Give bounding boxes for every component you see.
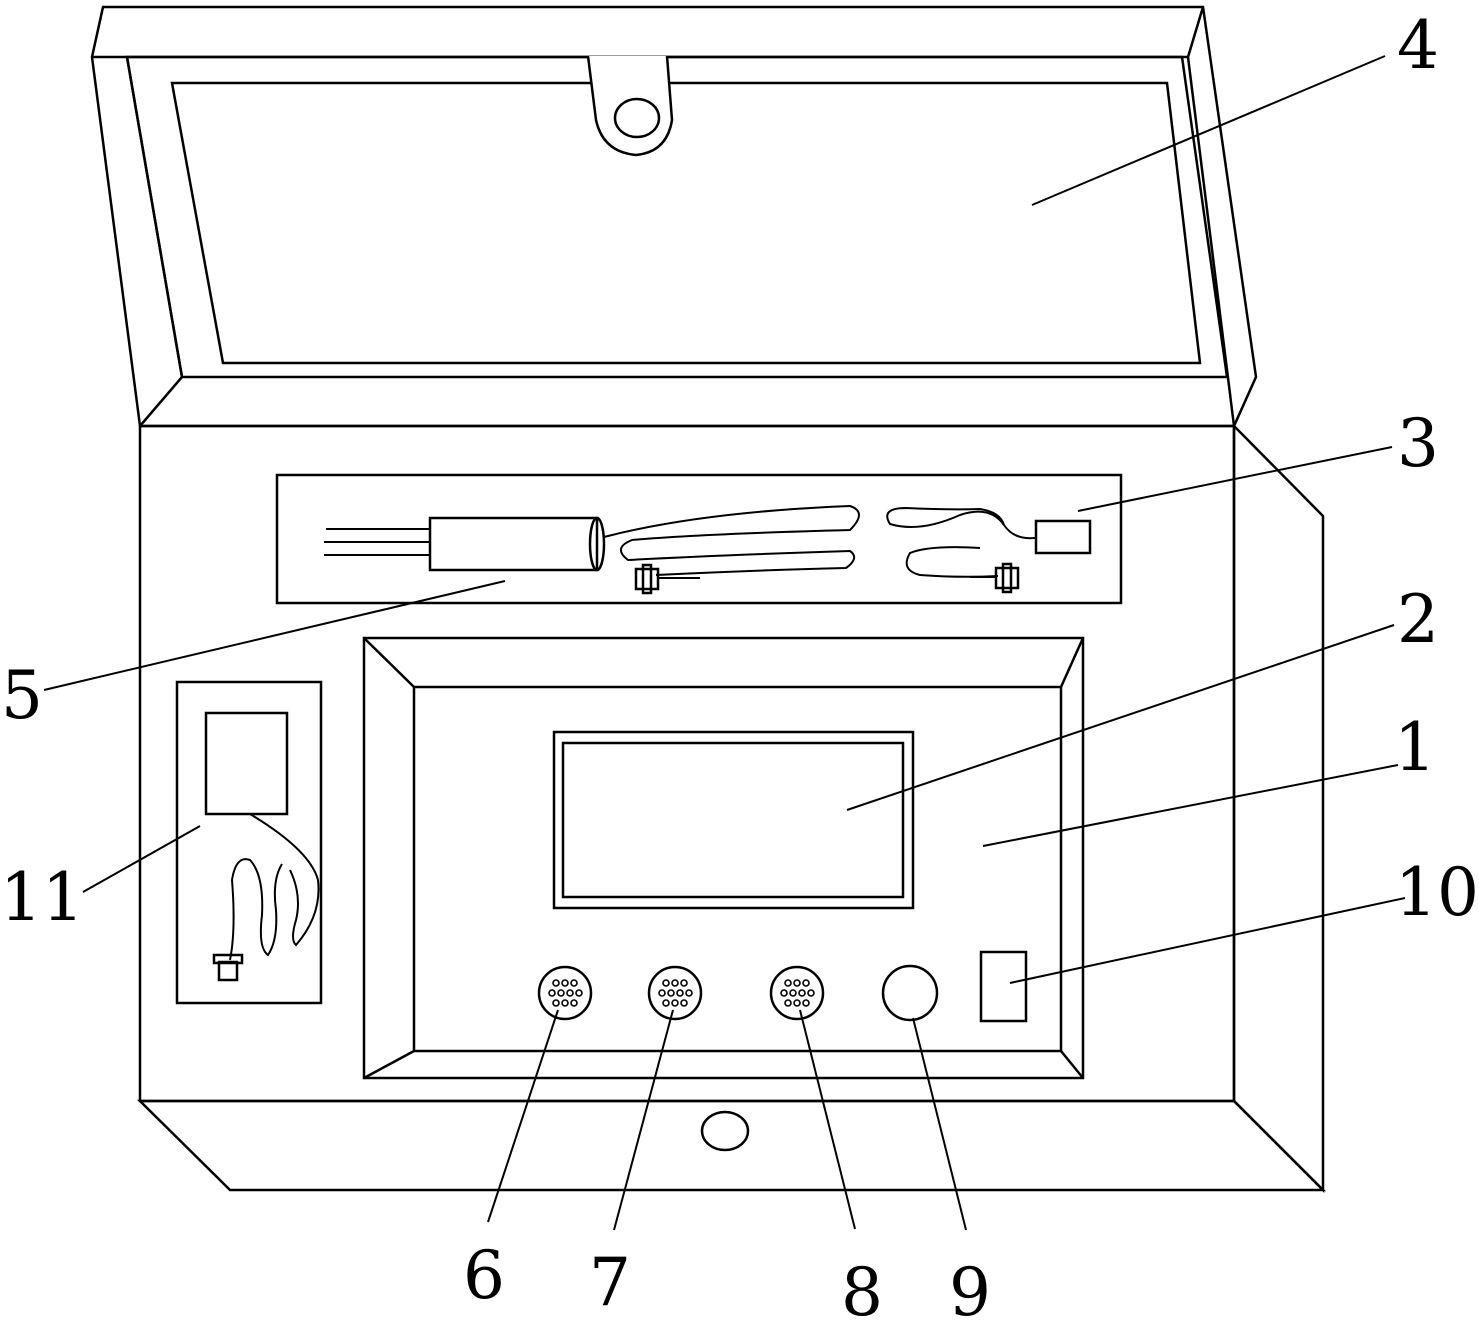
probe-tray: [275, 473, 1123, 605]
display-screen: [552, 730, 915, 910]
callout-3: 3: [1397, 405, 1439, 482]
front-latch-hole: [700, 1110, 750, 1152]
callout-10: 10: [1395, 854, 1479, 931]
control-panel: [362, 636, 1085, 1080]
callout-5: 5: [1, 657, 43, 734]
case-body: [136, 422, 1327, 1194]
case-lid: [90, 5, 1258, 428]
callout-7: 7: [589, 1244, 631, 1321]
callout-2: 2: [1397, 581, 1439, 658]
socket-8: [769, 965, 825, 1021]
knob-9: [881, 964, 939, 1022]
lid-latch: [586, 55, 674, 157]
callout-11: 11: [0, 859, 84, 936]
socket-6: [537, 965, 593, 1021]
callout-9: 9: [949, 1254, 991, 1322]
leader-lines: [43, 55, 1406, 1231]
callout-1: 1: [1394, 709, 1436, 786]
callout-8: 8: [841, 1254, 883, 1322]
callout-labels: 1 2 3 4 5 6 7 8 9 10 11: [0, 7, 1479, 1327]
callout-4: 4: [1397, 7, 1439, 84]
socket-7: [647, 965, 703, 1021]
callout-6: 6: [463, 1237, 505, 1314]
switch-10: [979, 950, 1028, 1023]
side-pocket: [175, 680, 323, 1005]
